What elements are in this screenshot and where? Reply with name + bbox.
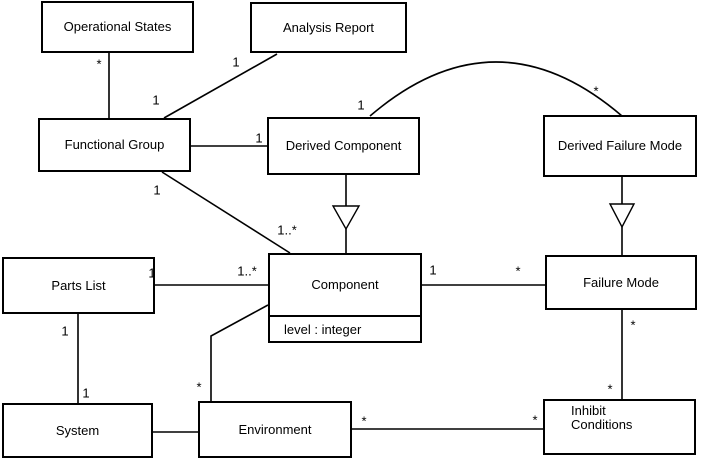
class-name-label: Analysis Report <box>282 19 375 35</box>
class-name-label: Parts List <box>51 277 106 293</box>
class-box-functional-group: Functional Group <box>38 118 191 172</box>
edge-derived-component-derived-failure-mode <box>369 61 623 117</box>
generalization-triangle-icon <box>608 203 636 229</box>
multiplicity-label: * <box>630 317 636 333</box>
class-box-component: Component level : integer <box>268 253 422 343</box>
multiplicity-label: 1 <box>232 54 240 70</box>
class-box-inhibit-conditions: Inhibit Conditions <box>543 399 696 455</box>
class-name-label: Component <box>311 277 379 292</box>
class-box-failure-mode: Failure Mode <box>545 255 697 310</box>
multiplicity-label: 1 <box>61 323 69 339</box>
class-box-operational-states: Operational States <box>41 1 194 53</box>
class-name-label: Environment <box>238 421 312 437</box>
edge-component-environment <box>210 304 269 401</box>
multiplicity-label: 1 <box>152 92 160 108</box>
class-attribute-label: level : integer <box>270 315 420 341</box>
multiplicity-label: * <box>361 413 367 429</box>
class-box-parts-list: Parts List <box>2 257 155 314</box>
multiplicity-label: * <box>196 379 202 395</box>
class-name-label: Failure Mode <box>583 274 659 290</box>
multiplicity-label: 1 <box>429 262 437 278</box>
multiplicity-label: 1 <box>357 97 365 113</box>
class-name-label: Operational States <box>63 19 172 34</box>
multiplicity-label: * <box>532 412 538 428</box>
multiplicity-label: * <box>515 263 521 279</box>
class-name-label: Inhibit Conditions <box>571 403 633 432</box>
edge-functional-group-component <box>161 171 291 254</box>
class-box-derived-component: Derived Component <box>267 117 420 175</box>
class-name-label: Functional Group <box>64 137 165 152</box>
multiplicity-label: * <box>607 381 613 397</box>
multiplicity-label: 1 <box>148 265 156 281</box>
multiplicity-label: 1 <box>82 385 90 401</box>
multiplicity-label: 1..* <box>277 222 297 238</box>
multiplicity-label: 1..* <box>237 263 257 279</box>
multiplicity-label: * <box>593 83 599 99</box>
generalization-triangle-icon <box>331 205 361 231</box>
multiplicity-label: 1 <box>255 130 263 146</box>
class-name-label: System <box>55 422 100 438</box>
edge-analysis-report-functional-group <box>163 53 278 119</box>
multiplicity-label: * <box>96 56 102 72</box>
class-name-label: Derived Component <box>285 138 402 153</box>
class-box-environment: Environment <box>198 401 352 458</box>
class-name-label: Derived Failure Mode <box>557 138 683 153</box>
class-box-analysis-report: Analysis Report <box>250 2 407 53</box>
class-box-derived-failure-mode: Derived Failure Mode <box>543 115 697 177</box>
multiplicity-label: 1 <box>153 182 161 198</box>
class-box-system: System <box>2 403 153 458</box>
